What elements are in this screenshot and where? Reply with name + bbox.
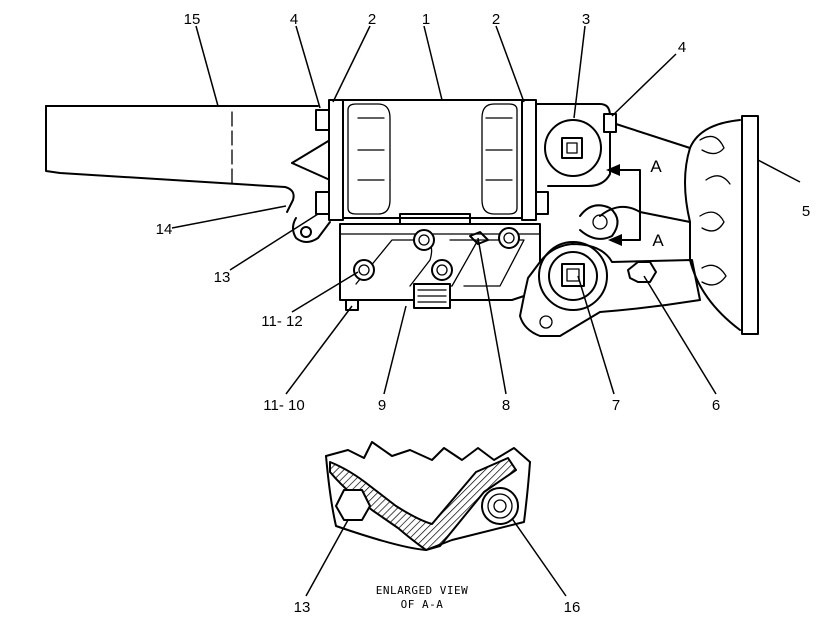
callout-13-top: 13: [214, 269, 231, 286]
section-mark-bottom: A: [652, 231, 664, 250]
callout-11-10: 11- 10: [263, 397, 304, 414]
callout-4-right: 4: [678, 39, 686, 56]
valve-block: [339, 213, 541, 311]
callout-15: 15: [184, 11, 201, 28]
callout-labels: 15 4 2 1 2 3 4 5 14 13 11- 12 11- 10 9 8…: [156, 11, 811, 616]
callout-16: 16: [564, 599, 581, 616]
enlarged-view: [325, 441, 531, 551]
tube-assembly: [45, 105, 331, 213]
callout-9: 9: [378, 397, 386, 414]
callout-6: 6: [712, 397, 720, 414]
callout-1: 1: [422, 11, 430, 28]
flange-housing: [519, 103, 759, 337]
callout-2-left: 2: [368, 11, 376, 28]
callout-14: 14: [156, 221, 173, 238]
callout-2-right: 2: [492, 11, 500, 28]
section-mark-top: A: [650, 157, 662, 176]
main-housing: [292, 99, 549, 243]
callout-4-left: 4: [290, 11, 298, 28]
callout-5: 5: [802, 203, 810, 220]
callout-3: 3: [582, 11, 590, 28]
callout-7: 7: [612, 397, 620, 414]
callout-11-12: 11- 12: [261, 313, 302, 330]
leader-lines: [171, 25, 801, 597]
enlarged-view-subtitle: OF A-A: [401, 598, 444, 611]
callout-13-bottom: 13: [294, 599, 311, 616]
section-marker: A A: [606, 157, 664, 250]
callout-8: 8: [502, 397, 510, 414]
enlarged-view-title: ENLARGED VIEW: [376, 584, 469, 597]
